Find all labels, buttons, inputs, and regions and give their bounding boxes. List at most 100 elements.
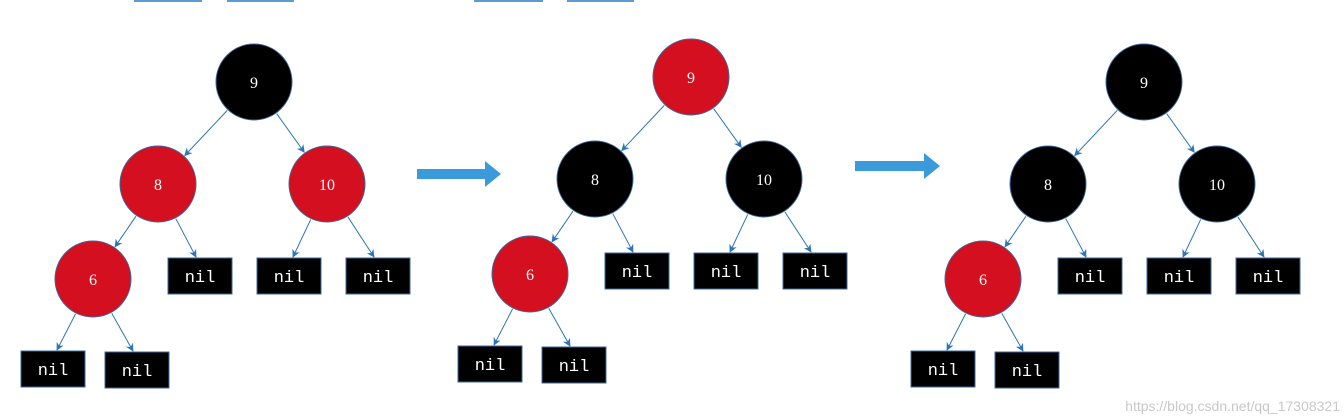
tree-recolored-nil-10r-box: nil: [782, 252, 848, 290]
node-red-circle: [119, 145, 197, 223]
node-black-circle: [1009, 145, 1087, 223]
tree-recolored-edge-n8-nil-8r: [612, 213, 634, 253]
nil-leaf-label: nil: [559, 358, 590, 377]
tree-before-edge-n10-nil-10r: [347, 216, 375, 258]
tree-before-nil-6r-box: nil: [104, 351, 170, 389]
nil-leaf-rect: [994, 351, 1060, 389]
nil-leaf-rect: [604, 252, 670, 290]
tree-before-edge-n6-nil-6r: [111, 312, 134, 352]
tree-after-edge-n9-n10: [1166, 113, 1195, 153]
nil-leaf-rect: [167, 257, 233, 295]
tree-recolored-nil-10l-box: nil: [693, 252, 759, 290]
top-bar-3: [474, 0, 543, 2]
nil-leaf-label: nil: [122, 363, 153, 382]
tree-after-nil-10l-box: nil: [1146, 257, 1212, 295]
tree-before-edge-n9-n10: [276, 113, 305, 153]
tree-before-node-6: 6: [54, 240, 132, 318]
nil-leaf-rect: [541, 346, 607, 384]
nil-leaf-rect: [910, 350, 976, 388]
node-black-circle: [1105, 43, 1183, 121]
node-black-circle: [725, 140, 803, 218]
node-value-label: 9: [250, 75, 258, 92]
tree-after-edge-n9-n8: [1074, 110, 1118, 157]
top-bar-2: [227, 0, 294, 2]
nil-leaf-label: nil: [622, 264, 653, 283]
node-value-label: 6: [979, 272, 987, 289]
tree-recolored-edge-n9-n8: [621, 105, 665, 152]
nil-leaf-label: nil: [711, 264, 742, 283]
tree-recolored-node-9: 9: [652, 38, 730, 116]
tree-recolored-node-10: 10: [725, 140, 803, 218]
tree-after-nil-10r-box: nil: [1235, 257, 1301, 295]
tree-recolored-edge-n6-nil-6l: [493, 308, 514, 346]
tree-before-edge-n8-n6: [114, 215, 137, 248]
top-bar-1: [134, 0, 202, 2]
tree-after-edge-n10-nil-10l: [1182, 219, 1202, 258]
nil-leaf-rect: [104, 351, 170, 389]
node-value-label: 9: [687, 70, 695, 87]
nil-leaf-label: nil: [1012, 363, 1043, 382]
nil-leaf-rect: [345, 257, 411, 295]
tree-after-edge-n8-n6: [1004, 215, 1027, 248]
tree-after-node-10: 10: [1178, 145, 1256, 223]
tree-after-node-8: 8: [1009, 145, 1087, 223]
tree-recolored-edge-n9-n10: [713, 108, 742, 148]
nil-leaf-label: nil: [800, 264, 831, 283]
node-value-label: 10: [756, 172, 772, 189]
tree-before-edge-n6-nil-6l: [56, 313, 77, 351]
nil-leaf-label: nil: [1253, 269, 1284, 288]
node-value-label: 6: [89, 272, 97, 289]
nil-leaf-rect: [457, 345, 523, 383]
nil-leaf-label: nil: [1075, 269, 1106, 288]
tree-recolored-nil-8r-box: nil: [604, 252, 670, 290]
nil-leaf-rect: [1235, 257, 1301, 295]
tree-after-node-6: 6: [944, 240, 1022, 318]
node-red-circle: [288, 145, 366, 223]
tree-recolored-node-8: 8: [556, 140, 634, 218]
nil-leaf-label: nil: [274, 269, 305, 288]
tree-recolored-edge-n8-n6: [551, 210, 574, 243]
tree-before-edge-n9-n8: [184, 110, 228, 157]
node-value-label: 9: [1140, 75, 1148, 92]
node-red-circle: [652, 38, 730, 116]
nil-leaf-label: nil: [475, 357, 506, 376]
node-black-circle: [215, 43, 293, 121]
nil-leaf-label: nil: [928, 362, 959, 381]
node-value-label: 8: [591, 172, 599, 189]
nil-leaf-rect: [1057, 257, 1123, 295]
node-red-circle: [491, 235, 569, 313]
nil-leaf-rect: [1146, 257, 1212, 295]
nil-leaf-label: nil: [38, 362, 69, 381]
nil-leaf-rect: [693, 252, 759, 290]
transition-arrow-1: [417, 161, 501, 187]
tree-before-node-8: 8: [119, 145, 197, 223]
tree-before-edge-n10-nil-10l: [292, 219, 312, 258]
transition-arrow-2: [855, 153, 940, 179]
tree-before-nil-8r-box: nil: [167, 257, 233, 295]
nil-leaf-rect: [782, 252, 848, 290]
tree-before-node-9: 9: [215, 43, 293, 121]
tree-recolored-node-6: 6: [491, 235, 569, 313]
tree-after-edge-n8-nil-8r: [1065, 218, 1087, 258]
node-value-label: 10: [319, 177, 335, 194]
node-red-circle: [54, 240, 132, 318]
tree-after-node-9: 9: [1105, 43, 1183, 121]
tree-before-nil-10r-box: nil: [345, 257, 411, 295]
top-bar-4: [567, 0, 634, 2]
node-value-label: 8: [1044, 177, 1052, 194]
tree-after-edge-n10-nil-10r: [1237, 216, 1265, 258]
tree-before-node-10: 10: [288, 145, 366, 223]
tree-recolored-nil-6l-box: nil: [457, 345, 523, 383]
watermark: https://blog.csdn.net/qq_17308321: [1125, 398, 1340, 414]
tree-before-nil-10l-box: nil: [256, 257, 322, 295]
tree-after-nil-6r-box: nil: [994, 351, 1060, 389]
nil-leaf-label: nil: [185, 269, 216, 288]
tree-recolored-edge-n10-nil-10l: [729, 214, 749, 253]
nil-leaf-label: nil: [363, 269, 394, 288]
tree-recolored-edge-n10-nil-10r: [784, 211, 812, 253]
nil-leaf-label: nil: [1164, 269, 1195, 288]
node-black-circle: [1178, 145, 1256, 223]
tree-after-edge-n6-nil-6l: [946, 313, 967, 351]
tree-before-nil-6l-box: nil: [20, 350, 86, 388]
